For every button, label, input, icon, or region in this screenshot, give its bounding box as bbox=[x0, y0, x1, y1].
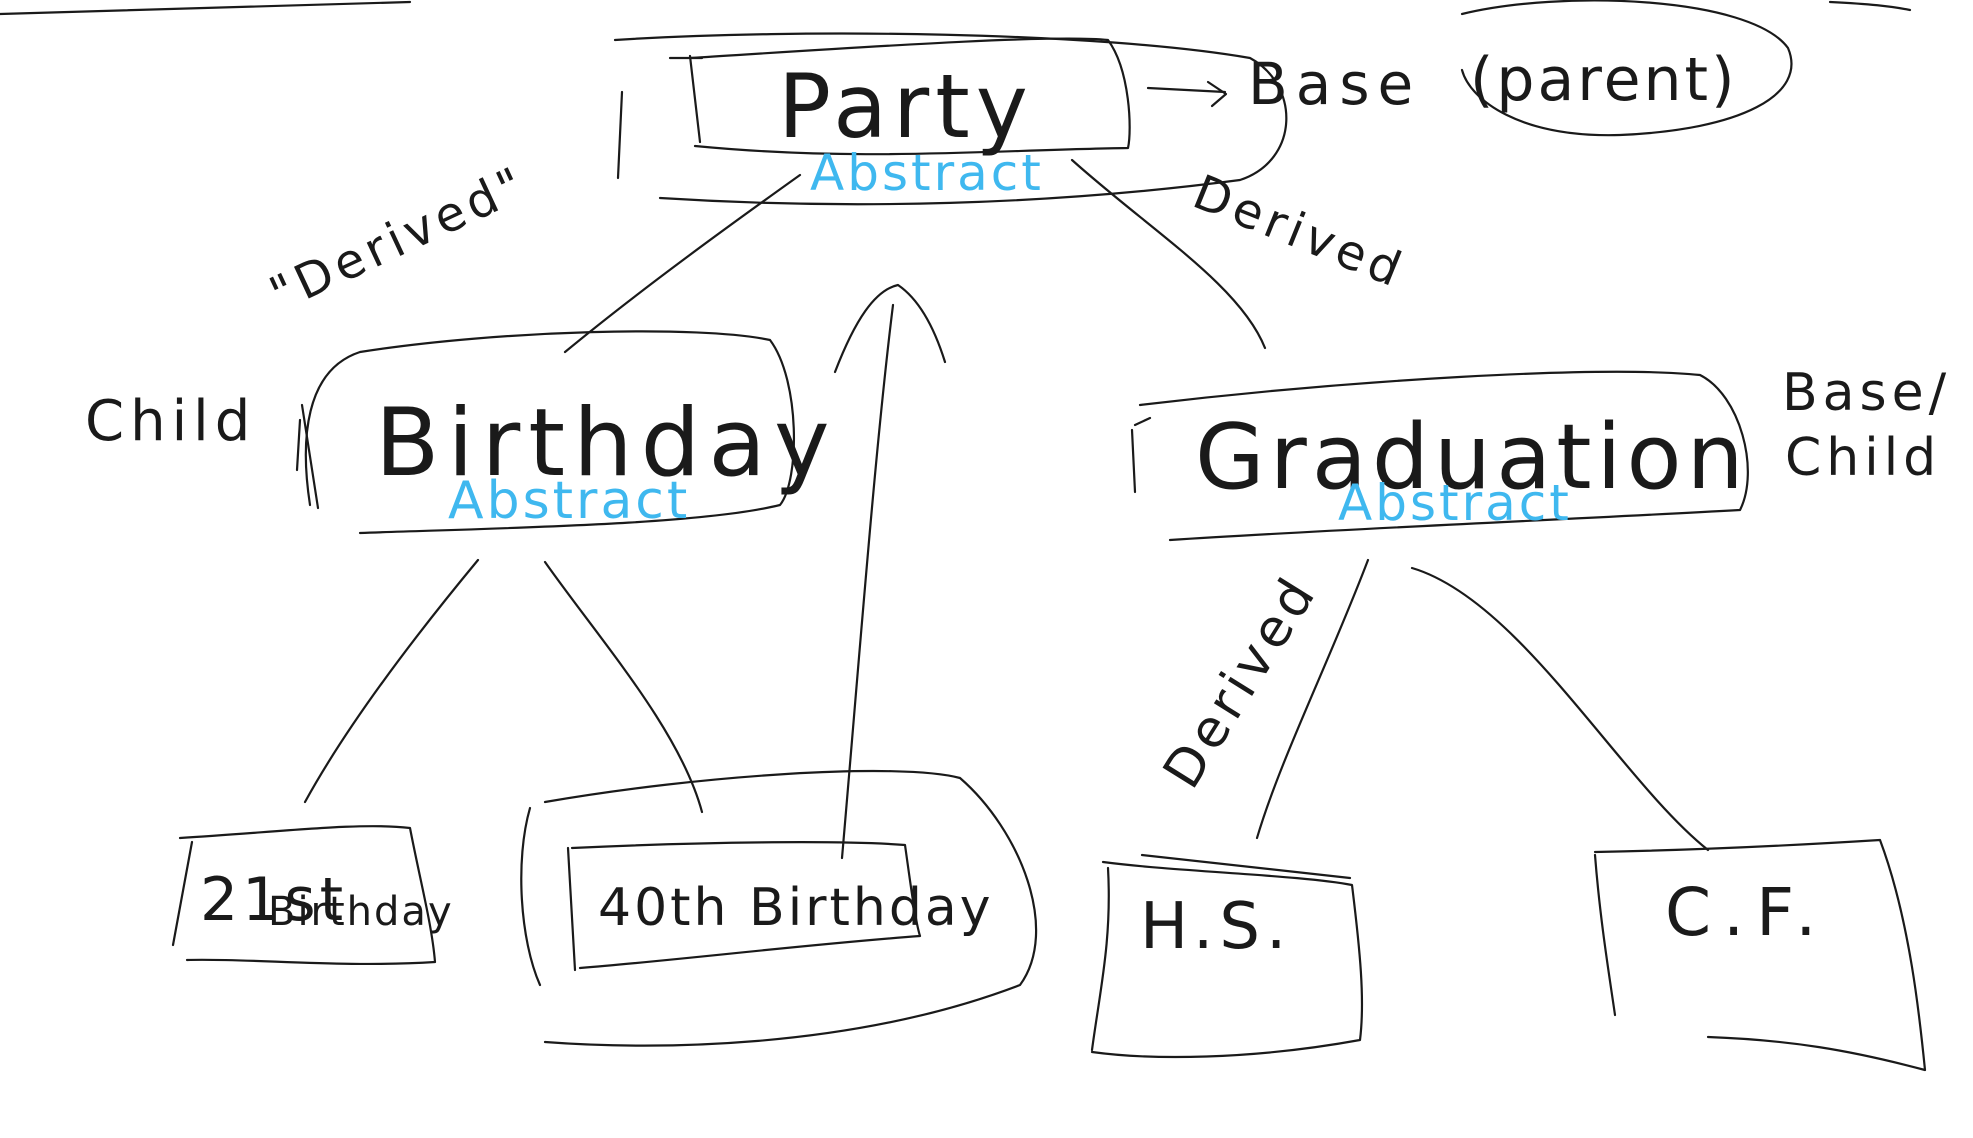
birthday-node: Birthday Abstract bbox=[295, 330, 838, 535]
party-outer-left-tick bbox=[616, 90, 624, 180]
birthday-label: Birthday bbox=[375, 389, 838, 498]
graduation-left-stroke bbox=[1130, 416, 1152, 494]
top-edge-stroke-right bbox=[1828, 0, 1912, 12]
fortieth-inner-left bbox=[566, 846, 577, 972]
party-to-base-arrow-shaft bbox=[1146, 86, 1227, 94]
fortieth-highlight-ring bbox=[543, 769, 1038, 1047]
derived-left-annotation: "Derived" bbox=[261, 155, 536, 323]
birthday-to-21st-connector bbox=[303, 558, 480, 804]
party-inner-box bbox=[688, 37, 1131, 156]
cf-left-side bbox=[1593, 853, 1617, 1017]
base-parent-annotation: Base (parent) bbox=[1248, 0, 1793, 137]
party-outer-rounded-shape bbox=[613, 32, 1288, 206]
base-child-annotation: Base/ Child bbox=[1782, 363, 1951, 488]
fortieth-birthday-node: 40th Birthday bbox=[520, 769, 1038, 1047]
twenty-first-birthday-node: 21st Birthday bbox=[171, 825, 454, 966]
cf-box bbox=[1593, 838, 1927, 1072]
derived-right-annotation: Derived bbox=[1186, 164, 1414, 299]
base-label: Base bbox=[1248, 50, 1421, 118]
twenty-first-box bbox=[178, 825, 437, 966]
hs-node: H.S. bbox=[1090, 853, 1364, 1059]
graduation-label: Graduation bbox=[1195, 405, 1749, 510]
party-to-birthday-connector bbox=[563, 173, 802, 354]
graduation-abstract-tag: Abstract bbox=[1338, 474, 1572, 532]
birthday-box bbox=[304, 330, 796, 535]
birthday-left-stroke bbox=[295, 403, 320, 510]
graduation-to-hs-connector bbox=[1255, 558, 1370, 840]
birthday-abstract-tag: Abstract bbox=[448, 471, 690, 531]
derived-lower-annotation: Derived bbox=[1152, 565, 1329, 799]
cf-node: C.F. bbox=[1593, 838, 1927, 1072]
hs-left-side bbox=[1090, 866, 1110, 1052]
party-to-base-arrow-head bbox=[1206, 80, 1228, 108]
party-inner-left-side bbox=[688, 54, 702, 144]
graduation-node: Graduation Abstract bbox=[1130, 370, 1749, 542]
parent-ellipse bbox=[1460, 0, 1793, 137]
graduation-box bbox=[1138, 370, 1749, 542]
twenty-first-label-top: 21st bbox=[200, 865, 347, 935]
top-edge-stroke-left bbox=[0, 0, 412, 16]
fortieth-inner-box bbox=[570, 841, 922, 970]
base-child-line1: Base/ bbox=[1782, 363, 1951, 423]
parent-label: (parent) bbox=[1470, 45, 1738, 115]
birthday-to-40th-connector bbox=[543, 560, 704, 814]
hs-label: H.S. bbox=[1140, 890, 1292, 964]
base-child-line2: Child bbox=[1785, 428, 1941, 488]
party-node: Party Abstract bbox=[613, 32, 1288, 206]
upward-arrow-head bbox=[833, 283, 947, 374]
graduation-to-cf-connector bbox=[1410, 566, 1710, 852]
fortieth-label: 40th Birthday bbox=[598, 878, 994, 938]
party-to-graduation-connector bbox=[1070, 158, 1267, 350]
upward-arrow-shaft bbox=[840, 303, 895, 860]
party-abstract-tag: Abstract bbox=[810, 144, 1044, 202]
fortieth-ring-left bbox=[520, 806, 542, 987]
child-left-annotation: Child bbox=[85, 389, 256, 454]
hs-box bbox=[1090, 860, 1364, 1059]
party-label: Party bbox=[778, 55, 1034, 158]
twenty-first-label-bottom: Birthday bbox=[268, 889, 454, 935]
hs-top-stroke bbox=[1140, 853, 1352, 880]
cf-label: C.F. bbox=[1665, 874, 1828, 951]
twenty-first-left-side bbox=[171, 840, 194, 947]
